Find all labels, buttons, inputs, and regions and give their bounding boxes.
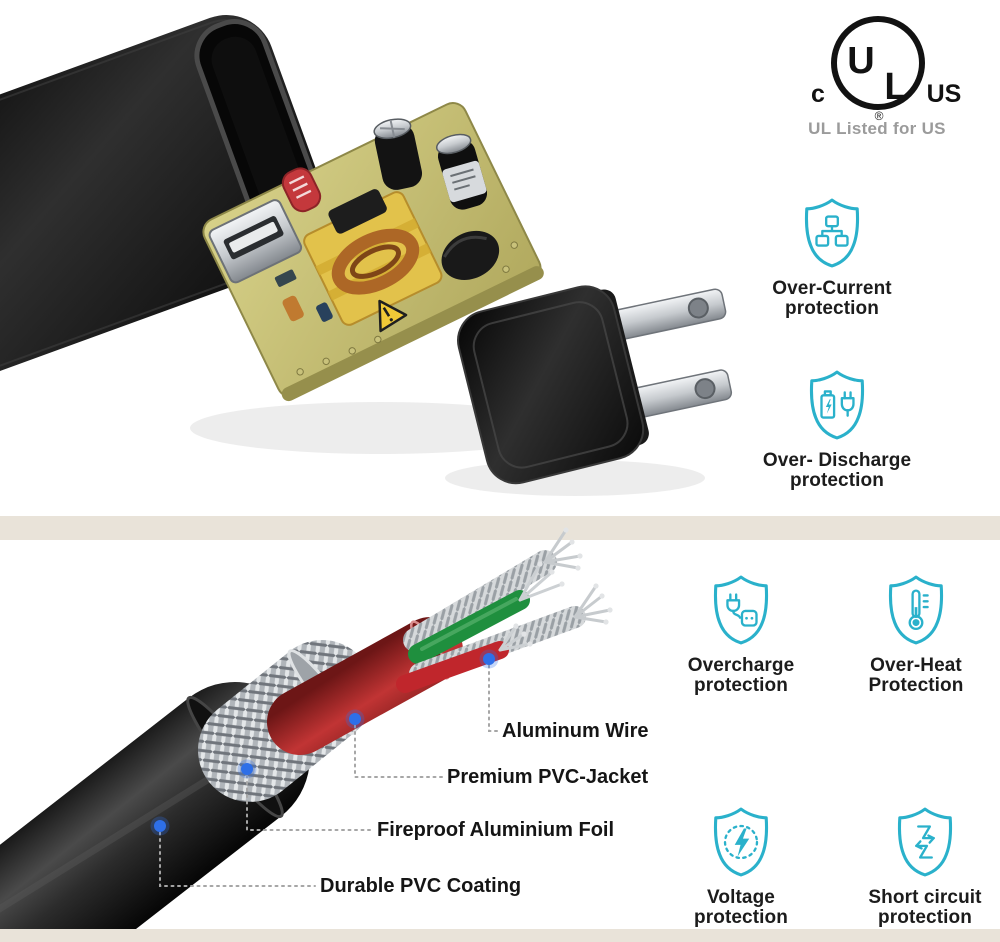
protection-label: Short circuit protection [868, 888, 981, 928]
callout-label-aluminum-wire: Aluminum Wire [502, 720, 649, 742]
ul-registered-symbol: ® [875, 109, 884, 122]
protection-item-voltage: Voltage protection [651, 806, 831, 928]
protection-label-line: protection [785, 298, 879, 319]
protection-label-line: Short circuit [868, 887, 982, 908]
callout-line-aluminum-wire [488, 658, 498, 732]
callout-label-premium-pvc-jacket: Premium PVC-Jacket [447, 766, 649, 788]
callout-dots [150, 649, 499, 836]
protection-item-over-discharge: Over- Discharge protection [737, 369, 937, 491]
us-plug [457, 285, 733, 485]
over-heat-shield-icon [888, 575, 944, 645]
section-divider-band [0, 516, 1000, 540]
callout-dot-aluminum-wire [483, 653, 495, 665]
warning-sticker [378, 299, 408, 333]
protection-label-line: Over- Discharge [762, 450, 912, 471]
over-current-shield-icon [804, 198, 860, 268]
transformer-core [328, 189, 387, 234]
protection-label-line: Over-Current [772, 278, 892, 299]
callout-dot-pvc-jacket [349, 713, 361, 725]
charger-pcb [202, 102, 544, 402]
protection-label-line: protection [694, 907, 788, 928]
ul-caption: UL Listed for US [808, 119, 946, 138]
overcharge-shield-icon [713, 575, 769, 645]
ul-logo-icon [831, 16, 925, 110]
charger-photo [0, 15, 733, 496]
protection-label: Over-Current protection [772, 279, 891, 319]
protection-item-short-circuit: Short circuit protection [835, 806, 1000, 928]
aluminum-wires [396, 527, 613, 693]
over-discharge-shield-icon [809, 370, 865, 440]
ul-side-us: US [927, 80, 962, 108]
callout-line-pvc-jacket [354, 718, 443, 778]
protection-label-line: protection [878, 907, 972, 928]
bottom-edge-band [0, 929, 1000, 942]
protection-label-line: Voltage [707, 887, 775, 908]
ul-side-c: c [811, 80, 825, 108]
protection-item-over-heat: Over-Heat Protection [826, 574, 1000, 696]
callout-line-aluminium-foil [246, 768, 373, 831]
callout-label-fireproof-aluminium-foil: Fireproof Aluminium Foil [377, 819, 615, 841]
protection-label-line: protection [790, 470, 884, 491]
callout-line-pvc-coating [159, 825, 316, 887]
protection-item-over-current: Over-Current protection [737, 197, 927, 319]
red-capacitor [281, 167, 322, 213]
callout-lines [159, 658, 498, 887]
protection-label-line: Protection [868, 675, 964, 696]
ul-letter-u: U [847, 40, 874, 82]
usb-port [208, 199, 303, 284]
protection-label-line: protection [694, 675, 788, 696]
protection-label-line: Overcharge [687, 655, 795, 676]
ul-letter-l: L [884, 66, 907, 108]
green-wire [408, 590, 530, 664]
short-circuit-shield-icon [897, 807, 953, 877]
protection-label-line: Over-Heat [870, 655, 962, 676]
protection-label: Over- Discharge protection [763, 451, 911, 491]
callout-dot-pvc-coating [154, 820, 166, 832]
callout-label-durable-pvc-coating: Durable PVC Coating [320, 875, 522, 897]
protection-label: Over-Heat Protection [869, 656, 964, 696]
transformer [303, 189, 443, 326]
voltage-shield-icon [713, 807, 769, 877]
electrolytic-capacitor-1 [373, 118, 423, 190]
plug-prong-top [605, 288, 727, 342]
plug-body [457, 285, 645, 485]
silver-wire-1 [403, 550, 557, 652]
protection-label: Voltage protection [694, 888, 788, 928]
protection-item-overcharge: Overcharge protection [651, 574, 831, 696]
cable-cutaway-illustration [0, 527, 613, 942]
protection-label: Overcharge protection [688, 656, 795, 696]
callout-dot-aluminium-foil [241, 763, 253, 775]
solder-joints [296, 241, 518, 376]
ul-certification-mark: U L c US ® [811, 16, 962, 122]
electrolytic-capacitor-2 [435, 133, 488, 210]
